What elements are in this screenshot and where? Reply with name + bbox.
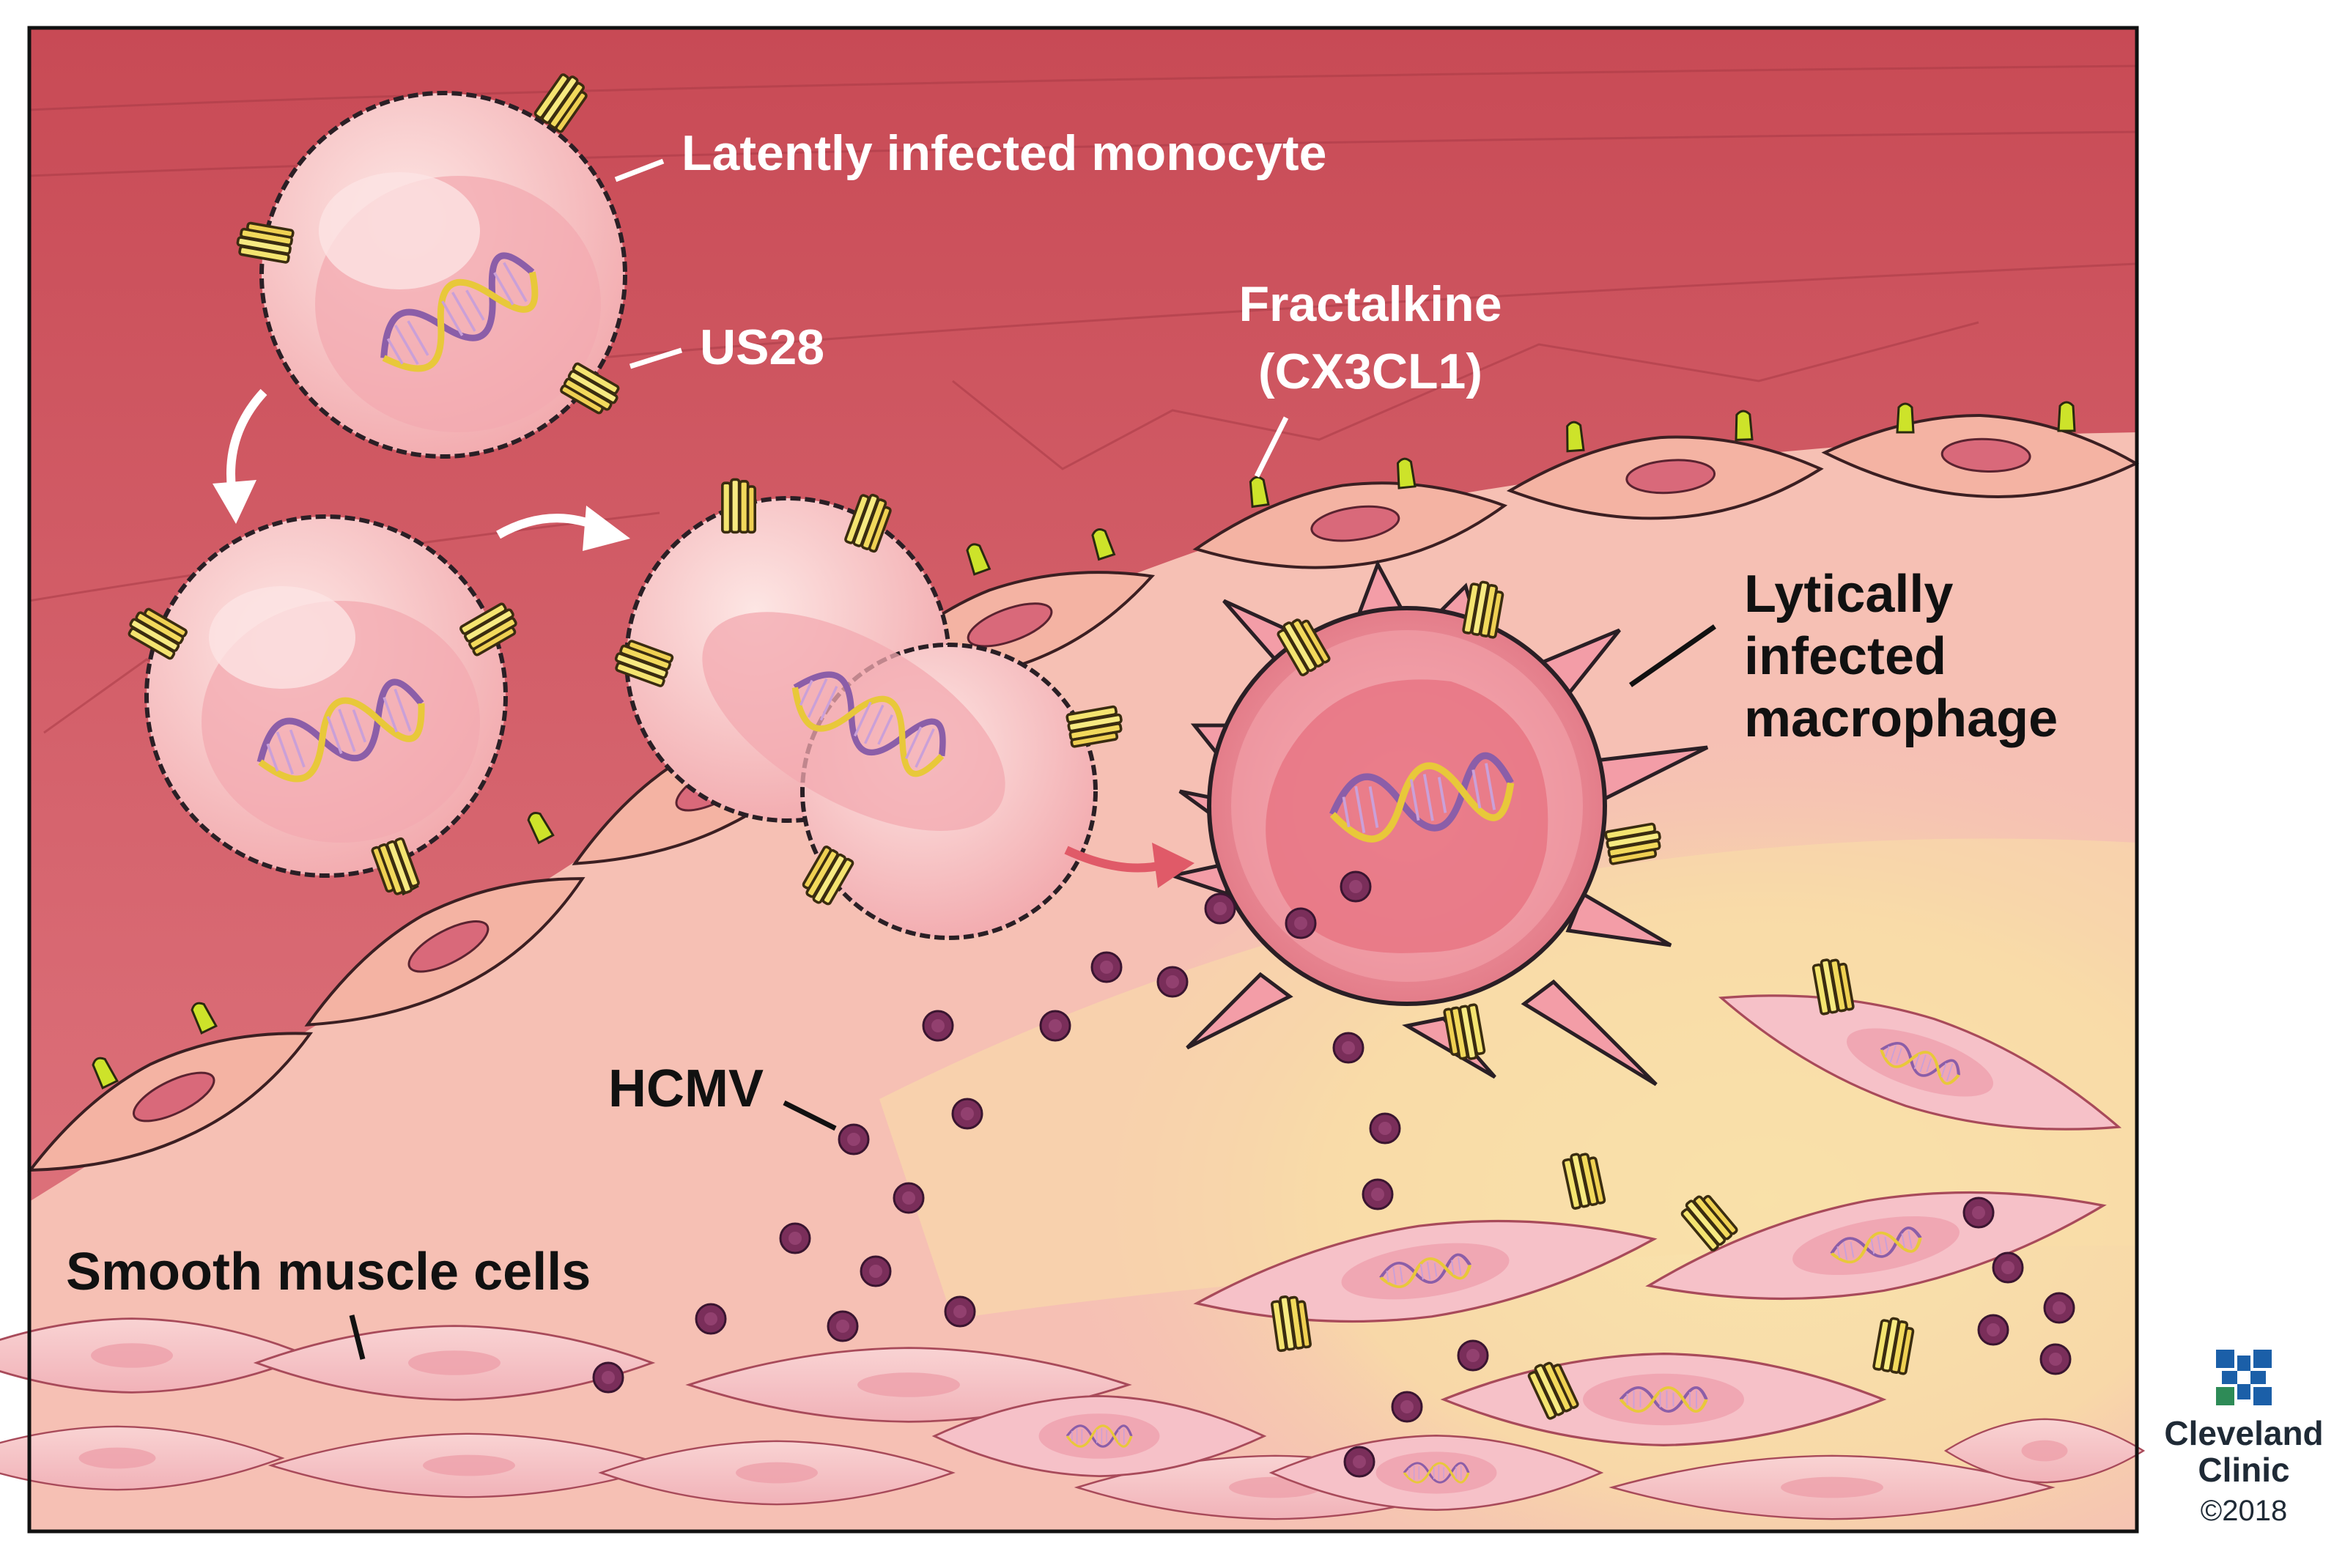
hcmv-virion [1204,892,1236,925]
latent-monocyte-rolling [124,514,523,901]
hcmv-virion [1156,966,1189,998]
process-arrows [213,388,1194,888]
hcmv-virion [944,1295,976,1328]
logo-copyright: ©2018 [2201,1495,2287,1527]
hcmv-virion [1343,1446,1375,1478]
hcmv-virion [827,1310,859,1342]
logo-name-line1: Cleveland [2164,1414,2323,1452]
lytic-macrophage [1165,559,1709,1087]
hcmv-virion [1457,1339,1489,1372]
hcmv-virion [779,1222,811,1254]
hcmv-virion [838,1123,870,1155]
label-macrophage: macrophage [1744,689,2058,748]
label-us28: US28 [700,319,824,375]
label-infected: infected [1744,627,1946,686]
hcmv-virion [1285,907,1317,939]
label-lytically: Lytically [1744,565,1953,624]
hcmv-virion [1992,1251,2024,1284]
hcmv-virion [1391,1391,1423,1423]
hcmv-virion [860,1255,892,1287]
hcmv-virion [1090,951,1123,983]
fractalkine-marker [1564,420,1585,453]
labels: Latently infected monocyte US28 Fractalk… [66,125,2058,1301]
hcmv-virion [1369,1112,1401,1144]
logo-name-line2: Clinic [2198,1451,2289,1489]
hcmv-virion [695,1303,727,1335]
figure-frame [27,26,2139,1534]
hcmv-virion [2043,1292,2075,1324]
us28-receptor [720,478,756,534]
hcmv-virion [1977,1314,2009,1346]
label-latently-infected-monocyte: Latently infected monocyte [682,125,1326,181]
cleveland-clinic-logo: Cleveland Clinic ©2018 [2164,1348,2324,1527]
label-smooth-muscle-cells: Smooth muscle cells [66,1243,591,1301]
hcmv-virion [1340,870,1372,903]
label-cx3cl1: (CX3CL1) [1258,344,1482,399]
fractalkine-marker [1734,410,1754,441]
leader-lines [349,158,1716,1360]
label-fractalkine: Fractalkine [1238,276,1502,332]
hcmv-virion [1332,1032,1364,1064]
hcmv-virion [922,1010,954,1042]
hcmv-virion [592,1361,624,1394]
fractalkine-marker [2057,401,2076,432]
hcmv-virion [1362,1178,1394,1210]
fractalkine-marker [1395,456,1417,489]
hcmv-virion [1962,1197,1995,1229]
latent-monocyte-top [234,69,627,459]
cleveland-clinic-cross-logo [2215,1348,2273,1407]
hcmv-virion [2039,1343,2072,1375]
label-hcmv: HCMV [608,1059,764,1118]
fractalkine-marker [1896,402,1915,434]
hcmv-virion [893,1182,925,1214]
transmigrating-monocyte [610,478,1126,940]
hcmv-virion [951,1098,983,1130]
hcmv-virion [1039,1010,1071,1042]
us28-receptor [1269,1293,1312,1353]
